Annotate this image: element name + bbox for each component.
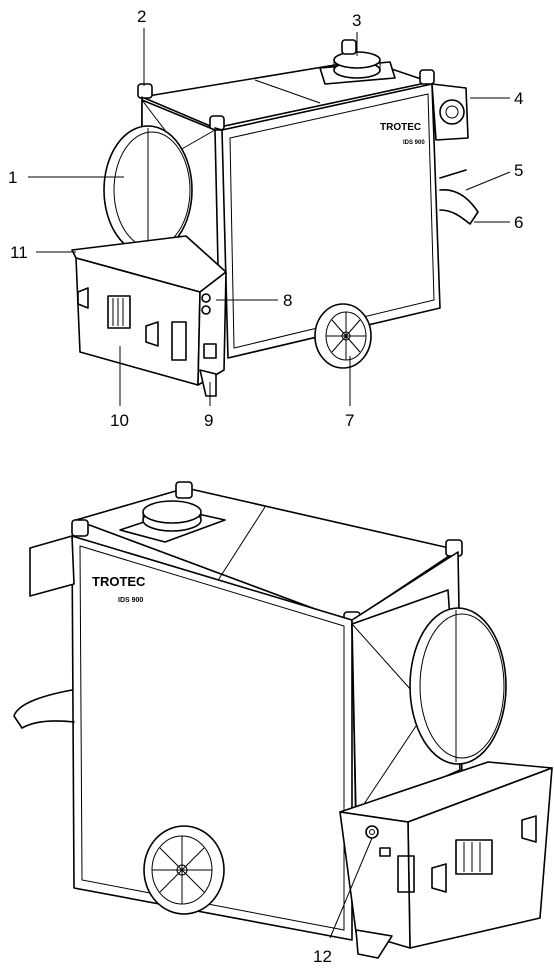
lifting-eye bbox=[419, 69, 435, 85]
callout-8: 8 bbox=[283, 291, 292, 310]
vent-grille bbox=[397, 855, 415, 893]
vent-grille bbox=[455, 839, 493, 875]
callout-11: 11 bbox=[10, 243, 28, 262]
control-knob bbox=[201, 293, 211, 303]
handle bbox=[521, 815, 537, 843]
service-port bbox=[365, 825, 379, 839]
handle bbox=[431, 863, 447, 893]
handle bbox=[145, 321, 159, 347]
callout-6: 6 bbox=[514, 213, 523, 232]
callout-12: 12 bbox=[313, 947, 332, 966]
callout-4: 4 bbox=[514, 89, 523, 108]
callout-7: 7 bbox=[345, 411, 354, 430]
callout-9: 9 bbox=[204, 411, 213, 430]
vent-grille bbox=[171, 321, 187, 361]
lifting-eye bbox=[445, 539, 463, 557]
push-handle bbox=[13, 689, 75, 729]
unit-view-rear: TROTEC IDS 900 bbox=[13, 481, 553, 959]
switch bbox=[379, 847, 391, 857]
callout-10: 10 bbox=[110, 411, 129, 430]
lifting-eye bbox=[175, 481, 193, 499]
fuel-connector bbox=[199, 369, 217, 397]
callout-1: 1 bbox=[8, 168, 17, 187]
callout-2: 2 bbox=[137, 7, 146, 26]
lifting-eye bbox=[209, 115, 225, 131]
callout-3: 3 bbox=[352, 11, 361, 30]
callout-5: 5 bbox=[514, 161, 523, 180]
lifting-eye bbox=[341, 39, 357, 55]
lifting-eye bbox=[71, 519, 89, 537]
connector-socket bbox=[439, 99, 465, 125]
side-panel bbox=[71, 535, 353, 941]
control-knob bbox=[201, 305, 211, 315]
brand-label: TROTEC bbox=[380, 122, 421, 133]
unit-view-front: TROTEC IDS 900 bbox=[71, 39, 479, 397]
fuel-connector bbox=[355, 929, 393, 959]
model-label: IDS 900 bbox=[118, 597, 143, 604]
callout-lines-top bbox=[28, 28, 511, 406]
push-handle bbox=[439, 189, 479, 225]
handle bbox=[77, 287, 89, 309]
lifting-eye bbox=[137, 83, 153, 99]
connection-box bbox=[29, 535, 75, 597]
model-label: IDS 900 bbox=[403, 140, 425, 146]
vent-grille bbox=[107, 295, 131, 329]
burner-front bbox=[339, 811, 411, 949]
intake-ring bbox=[409, 607, 507, 765]
brand-label: TROTEC bbox=[92, 574, 146, 589]
switch bbox=[203, 343, 217, 359]
